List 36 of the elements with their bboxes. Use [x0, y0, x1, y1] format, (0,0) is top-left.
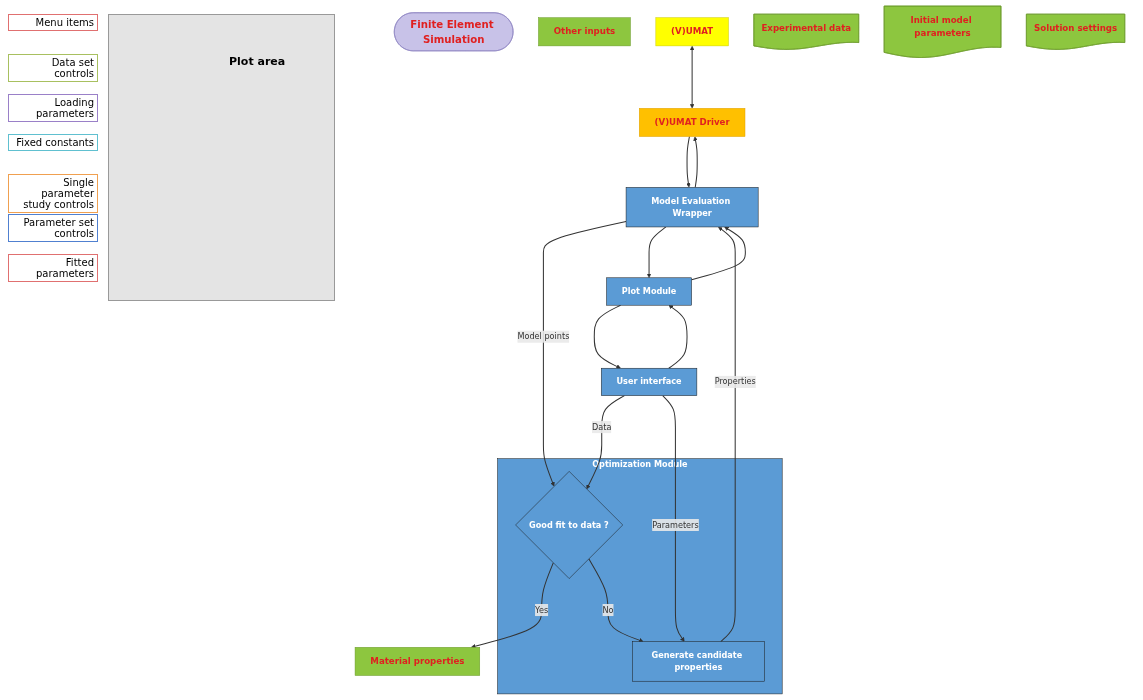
edge-label: Parameters	[652, 519, 699, 530]
callout-label: Fixed constants	[8, 134, 98, 151]
node-box: Other inputs	[538, 17, 631, 47]
callout-label: Parameter set controls	[8, 214, 98, 242]
node-box: (V)UMAT Driver	[639, 108, 746, 137]
panel-label: Plot area	[229, 55, 286, 68]
node-diamond: Good fit to data ?	[515, 471, 624, 579]
callout-label: Fitted parameters	[8, 254, 98, 282]
arrow	[593, 304, 622, 369]
arrow	[542, 221, 627, 487]
arrow	[686, 136, 691, 188]
arrow	[691, 226, 746, 281]
node-box: Plot Module	[606, 277, 692, 306]
arrow	[586, 395, 626, 490]
callout-label: Data set controls	[8, 54, 98, 82]
arrow	[471, 562, 554, 649]
callout-label: Menu items	[8, 14, 98, 31]
edge-label: No	[602, 605, 614, 615]
arrow	[646, 226, 667, 278]
node-box: (V)UMAT	[655, 17, 729, 47]
node-box: Material properties	[354, 647, 481, 676]
arrow	[693, 136, 698, 188]
node-box: User interface	[601, 367, 698, 396]
node-box: Model Evaluation Wrapper	[625, 187, 759, 228]
edge-label: Properties	[714, 376, 756, 387]
arrow	[718, 226, 736, 643]
arrow	[662, 395, 685, 642]
callout-label: Single parameter study controls	[8, 174, 98, 213]
edge-label: Model points	[517, 331, 570, 342]
callout-label: Loading parameters	[8, 94, 98, 122]
arrow	[668, 305, 688, 369]
edge-label: Data	[592, 422, 612, 432]
edge-label: Yes	[535, 605, 549, 615]
arrow	[588, 558, 644, 643]
arrow	[689, 45, 695, 109]
node-box: Generate candidate properties	[632, 641, 765, 682]
